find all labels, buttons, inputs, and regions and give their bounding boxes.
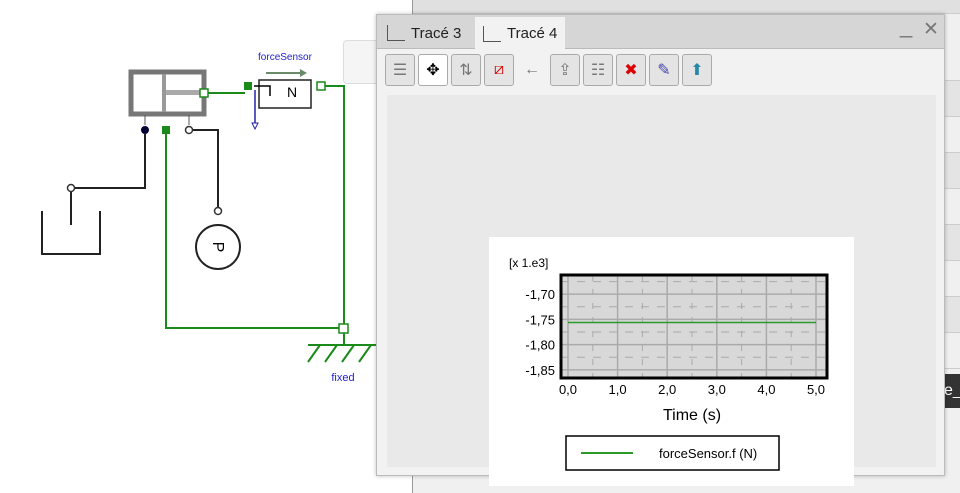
modelica-upload-icon[interactable]: ⬆ <box>682 54 712 86</box>
diagram-info-button[interactable] <box>343 40 379 84</box>
edit-curve-icon[interactable]: ✎ <box>649 54 679 86</box>
y-tick-label: -1,75 <box>525 312 555 327</box>
delete-subplot-icon[interactable]: ✖ <box>616 54 646 86</box>
plot-area: 0,0 1,0 2,0 3,0 4,0 5,0 -1,70 -1,75 -1,80 -1,85 [x… <box>387 95 936 486</box>
x-tick-label: 4,0 <box>757 382 775 397</box>
pressure-source[interactable]: P <box>195 224 241 270</box>
minimize-button[interactable]: _ <box>900 13 913 38</box>
export-icon[interactable]: ⇪ <box>550 54 580 86</box>
autoscale-icon[interactable]: ⇅ <box>451 54 481 86</box>
clear-plot-icon[interactable]: ⧄ <box>484 54 514 86</box>
fixed-component[interactable] <box>307 344 380 363</box>
x-tick-label: 5,0 <box>807 382 825 397</box>
x-tick-label: 3,0 <box>708 382 726 397</box>
plot-icon <box>387 25 405 41</box>
x-tick-label: 0,0 <box>559 382 577 397</box>
plot-background <box>561 275 827 378</box>
tank-component[interactable] <box>41 192 101 255</box>
tab-trace-4[interactable]: Tracé 4 <box>475 17 566 50</box>
y-tick-label: -1,70 <box>525 287 555 302</box>
port-a[interactable] <box>141 126 149 134</box>
show-variables-icon[interactable]: ☰ <box>385 54 415 86</box>
legend-label: forceSensor.f (N) <box>659 446 757 461</box>
svg-text:N: N <box>287 84 297 100</box>
x-tick-label: 1,0 <box>609 382 627 397</box>
split-icon[interactable]: ☷ <box>583 54 613 86</box>
plot-toolbar: ☰ ✥ ⇅ ⧄ ← ⇪ ☷ ✖ ✎ ⬆ <box>385 54 712 90</box>
svg-text:P: P <box>209 242 226 253</box>
pan-icon[interactable]: ✥ <box>418 54 448 86</box>
plot-icon <box>483 25 501 42</box>
chart: 0,0 1,0 2,0 3,0 4,0 5,0 -1,70 -1,75 -1,80 -1,85 [x… <box>489 237 854 486</box>
force-sensor-label: forceSensor <box>258 52 313 63</box>
plot-frame <box>559 273 829 380</box>
plot-window: Tracé 3 Tracé 4 _ ✕ ☰ ✥ ⇅ ⧄ ← ⇪ ☷ ✖ ✎ ⬆ … <box>376 13 945 486</box>
x-tick-label: 2,0 <box>658 382 676 397</box>
back-arrow-icon[interactable]: ← <box>524 61 540 78</box>
y-tick-label: -1,85 <box>525 363 555 378</box>
x-axis-label: Time (s) <box>663 407 721 424</box>
close-button[interactable]: ✕ <box>923 19 939 40</box>
modelica-diagram: P forceSensor N fixed <box>41 52 380 384</box>
cylinder-component[interactable] <box>128 69 207 117</box>
tab-bar: Tracé 3 Tracé 4 _ ✕ <box>377 13 944 50</box>
tab-trace-3[interactable]: Tracé 3 <box>379 17 469 49</box>
force-sensor[interactable]: N <box>254 79 312 109</box>
scale-label: [x 1.e3] <box>509 256 548 270</box>
y-tick-label: -1,80 <box>525 338 555 353</box>
background-label: e_ <box>944 374 960 408</box>
fixed-label: fixed <box>331 372 354 384</box>
flange-port[interactable] <box>162 126 170 134</box>
